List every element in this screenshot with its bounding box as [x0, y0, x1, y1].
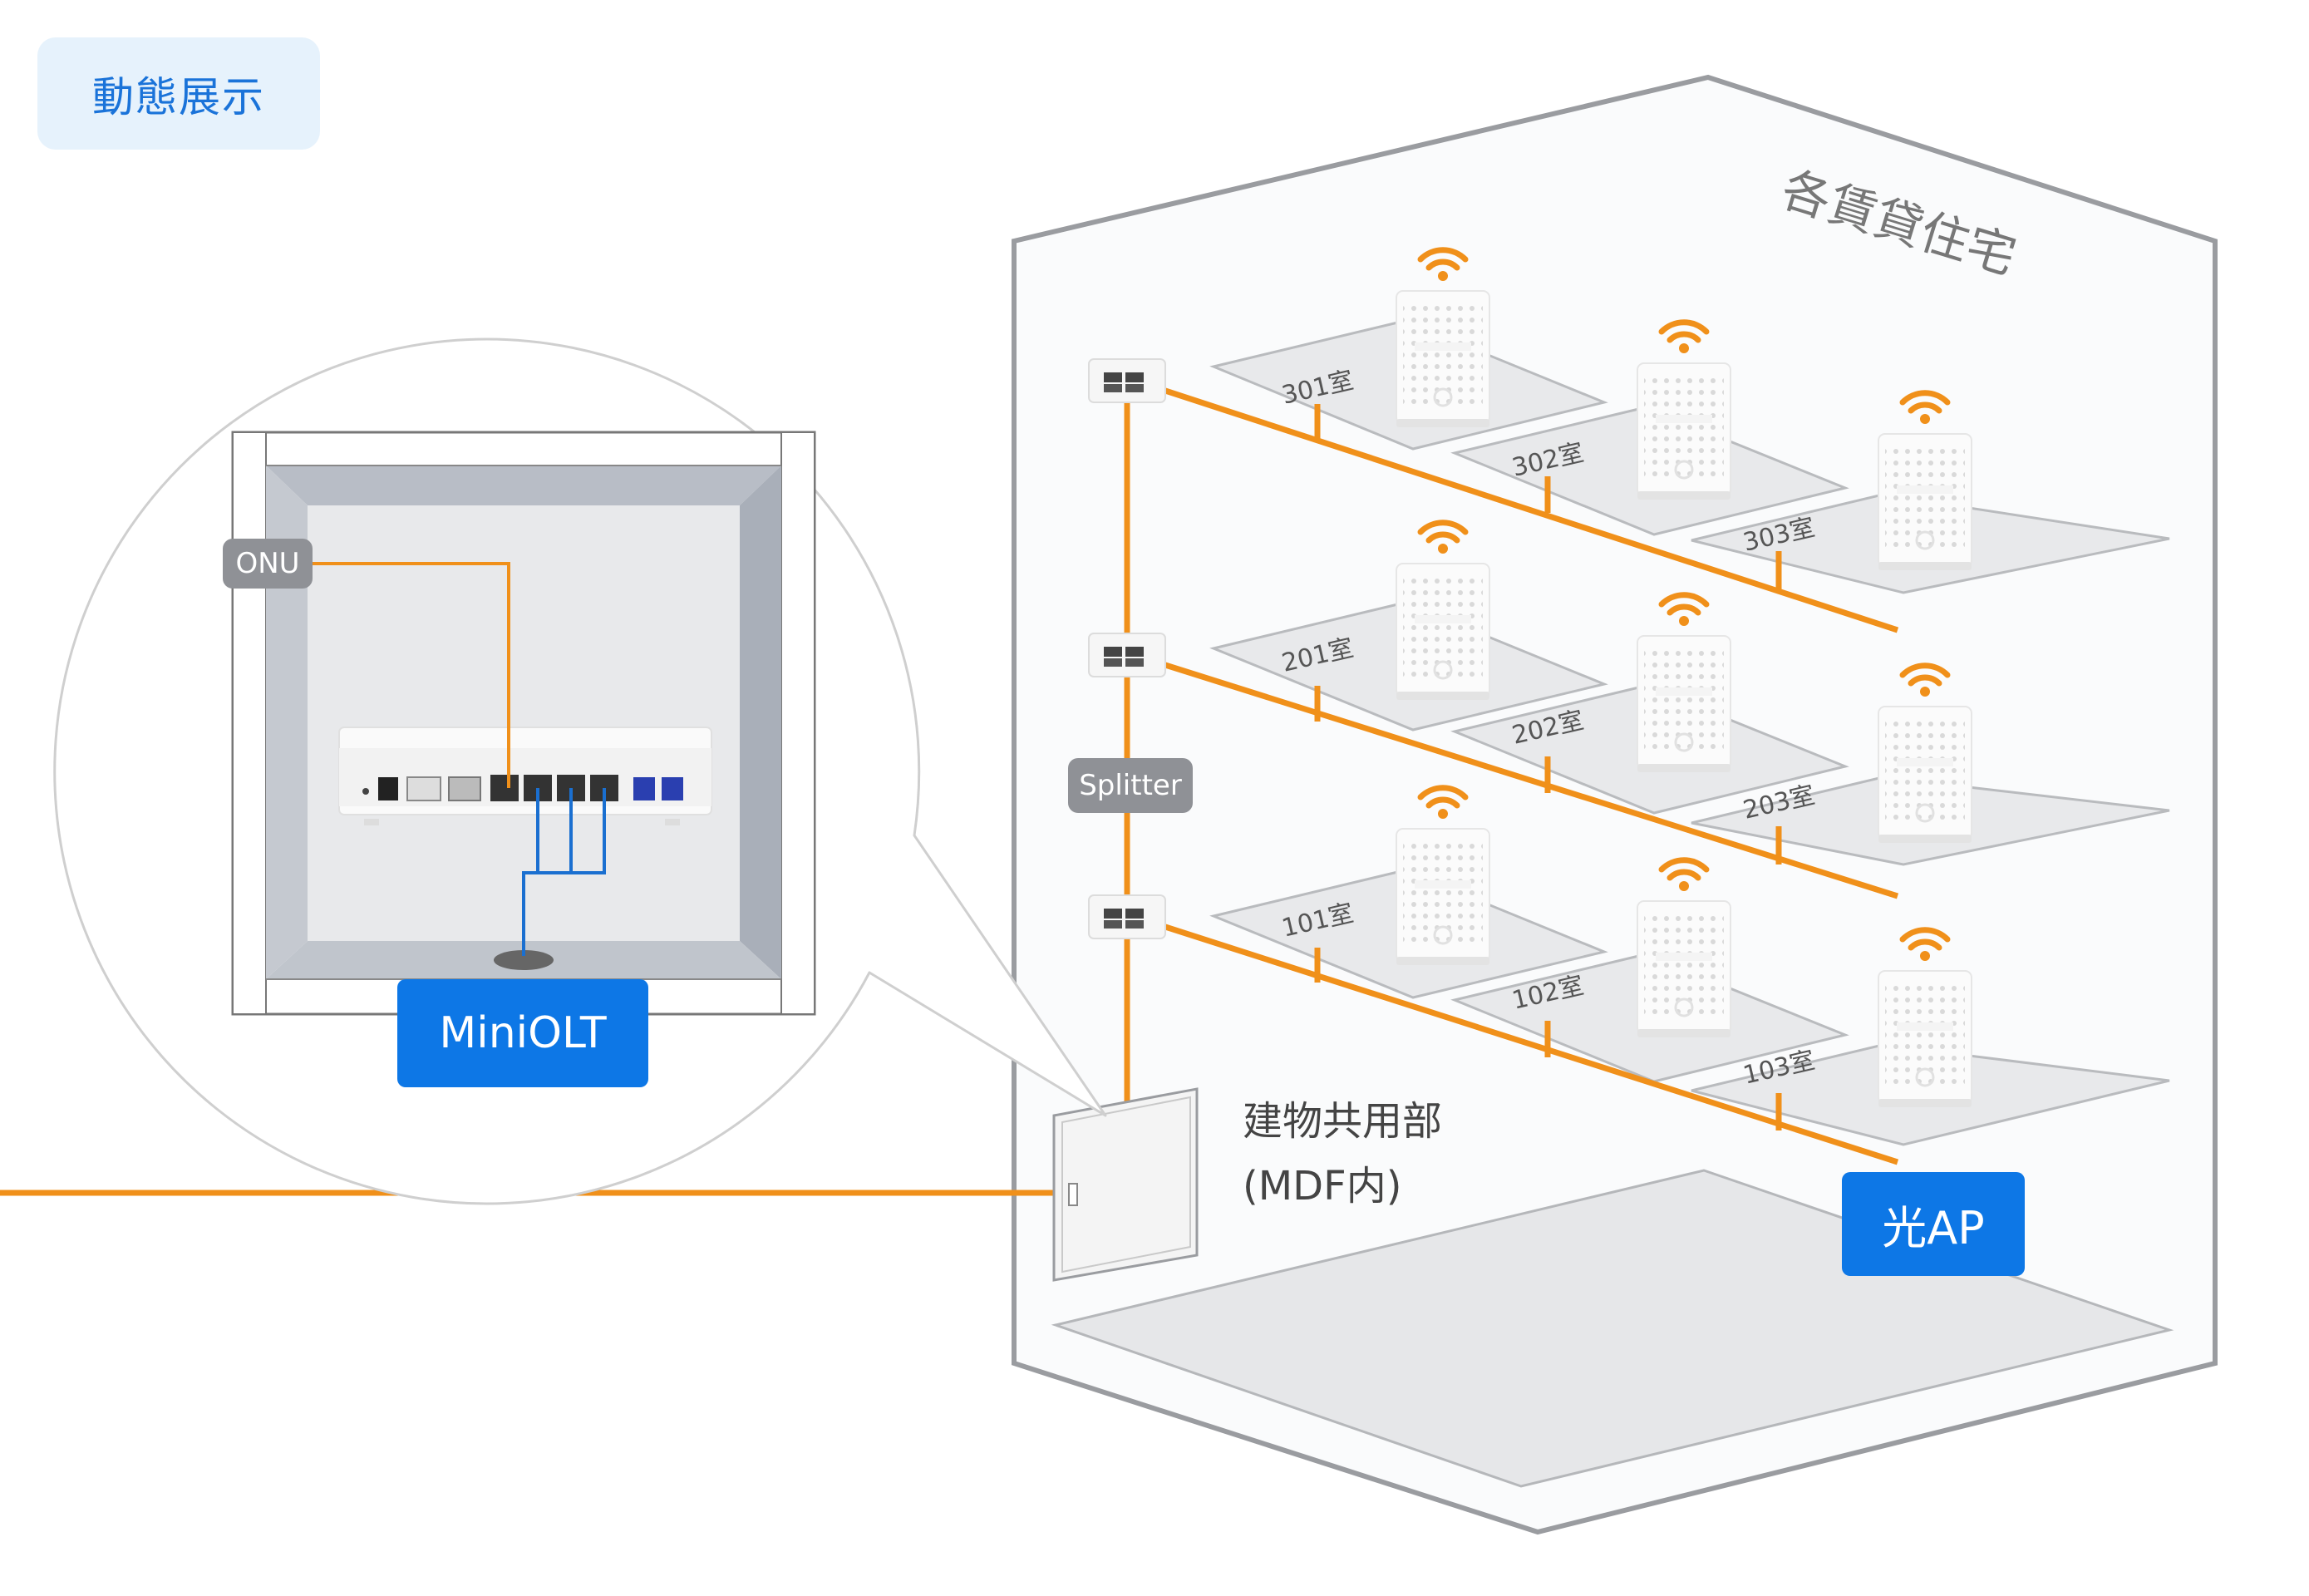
floor-fiber-lines	[1164, 387, 1899, 1165]
mdf-cabinet	[1052, 1087, 1199, 1282]
onu-device	[338, 727, 712, 825]
ap-301	[1395, 289, 1491, 429]
ap-103	[1877, 969, 1973, 1109]
onu-tag: ONU	[223, 539, 313, 589]
onu-fiber	[309, 562, 510, 788]
ap-102	[1636, 899, 1732, 1039]
miniolt-tag: MiniOLT	[397, 979, 648, 1087]
ap-202	[1636, 634, 1732, 774]
ap-201	[1395, 562, 1491, 702]
splitter-box-3f	[1088, 358, 1166, 403]
splitter-box-1f	[1088, 894, 1166, 939]
common-area-line2: (MDF内)	[1243, 1163, 1402, 1209]
ap-303	[1877, 432, 1973, 572]
optical-ap-tag: 光AP	[1842, 1172, 2025, 1276]
ap-101	[1395, 827, 1491, 967]
common-area-line1: 建物共用部	[1243, 1098, 1443, 1145]
splitter-box-2f	[1088, 633, 1166, 677]
cable-hole	[494, 950, 554, 970]
demo-button[interactable]: 動態展示	[37, 37, 320, 150]
common-area-label: 建物共用部 (MDF内)	[1243, 1089, 1442, 1219]
lan-cables	[522, 788, 606, 956]
ap-203	[1877, 705, 1973, 845]
ap-302	[1636, 362, 1732, 501]
splitter-tag: Splitter	[1068, 758, 1193, 813]
